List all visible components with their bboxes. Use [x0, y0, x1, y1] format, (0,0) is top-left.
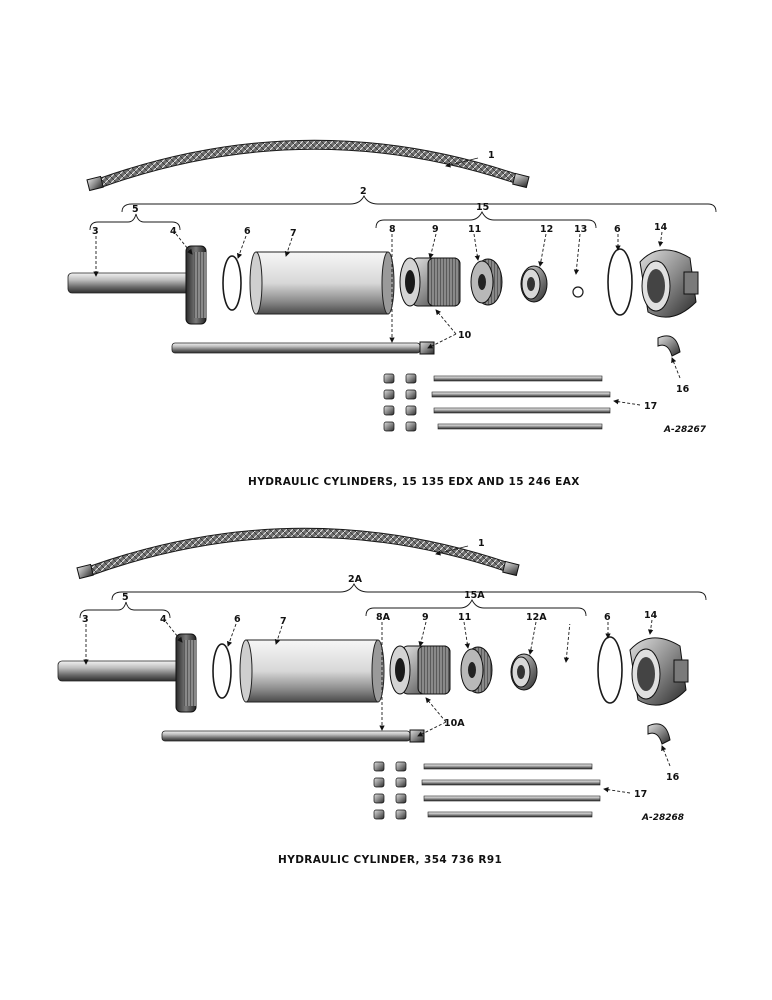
figure-1: 1 2 5 15 3 4 6 7 8 9 11 12 13 6 14 10 16…	[68, 145, 716, 488]
label-end-cap: 14	[654, 222, 668, 233]
label-head-assembly: 15A	[464, 590, 485, 601]
label-seals: 10A	[444, 718, 465, 729]
label-piston: 4	[160, 614, 167, 625]
figure-2: 1 2A 5 15A 3 4 6 7 8A 9 11 12A 6 14 10A …	[58, 533, 706, 866]
label-head: 9	[432, 224, 439, 235]
label-o-ring: 6	[244, 226, 251, 237]
label-barrel: 7	[280, 616, 287, 627]
label-end-o-ring: 6	[614, 224, 621, 235]
label-packing: 11	[458, 612, 471, 623]
label-stop-rod: 8A	[376, 612, 391, 623]
no-snap-ring-mask	[558, 664, 580, 686]
label-hose: 1	[478, 538, 485, 549]
label-cylinder-assembly: 2	[360, 186, 367, 197]
figure-caption: HYDRAULIC CYLINDERS, 15 135 EDX AND 15 2…	[248, 476, 580, 488]
label-seals: 10	[458, 330, 472, 341]
label-stop-rod: 8	[389, 224, 396, 235]
label-cylinder-assembly: 2A	[348, 574, 363, 585]
label-piston-rod: 3	[82, 614, 89, 625]
stop-rod-underline-mark	[572, 286, 584, 298]
label-barrel: 7	[290, 228, 297, 239]
callout-labels-fig1: 1 2 5 15 3 4 6 7 8 9 11 12 13 6 14 10 16…	[92, 150, 690, 412]
label-piston-rod: 3	[92, 226, 99, 237]
label-end-cap: 14	[644, 610, 658, 621]
figure-code: A-28268	[641, 813, 684, 823]
label-end-o-ring: 6	[604, 612, 611, 623]
label-head-assembly: 15	[476, 202, 489, 213]
label-o-ring: 6	[234, 614, 241, 625]
label-piston-rod-assembly: 5	[132, 204, 139, 215]
label-tie-bolts: 17	[644, 401, 657, 412]
label-snap-ring: 13	[574, 224, 587, 235]
no-snap-ring-mask-2	[558, 610, 580, 624]
label-elbow: 16	[666, 772, 680, 783]
figure-caption: HYDRAULIC CYLINDER, 354 736 R91	[278, 854, 502, 866]
label-piston: 4	[170, 226, 177, 237]
label-packing: 11	[468, 224, 481, 235]
label-washer: 12	[540, 224, 553, 235]
label-elbow: 16	[676, 384, 690, 395]
label-tie-bolts: 17	[634, 789, 647, 800]
label-head: 9	[422, 612, 429, 623]
callout-labels-fig2: 1 2A 5 15A 3 4 6 7 8A 9 11 12A 6 14 10A …	[82, 538, 680, 800]
figure-code: A-28267	[663, 425, 707, 435]
label-piston-rod-assembly: 5	[122, 592, 129, 603]
label-washer: 12A	[526, 612, 547, 623]
label-hose: 1	[488, 150, 495, 161]
